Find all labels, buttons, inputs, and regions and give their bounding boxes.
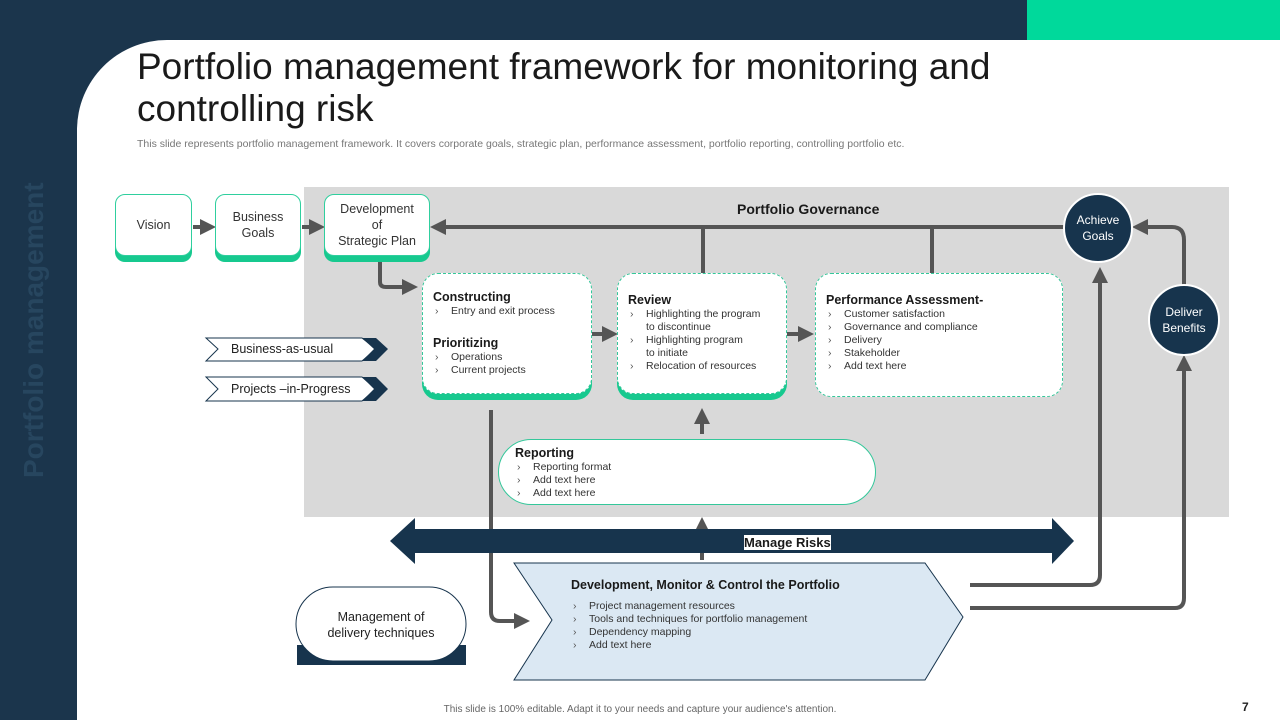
list-item: Highlighting the program [628, 308, 776, 321]
manage-risks-arrow [390, 518, 1074, 564]
list-item: Add text here [515, 487, 859, 500]
list-item: Add text here [571, 639, 911, 652]
arrow-to-achieve [970, 267, 1108, 587]
label: Achieve [1076, 213, 1120, 227]
list-item: Relocation of resources [628, 360, 776, 373]
footer-note: This slide is 100% editable. Adapt it to… [443, 704, 837, 715]
list-item: Current projects [433, 364, 581, 377]
list-item: to discontinue [646, 321, 711, 333]
list-item: Reporting format [515, 461, 859, 474]
label: Manage Risks [744, 535, 831, 550]
performance-card: Performance Assessment- Customer satisfa… [815, 273, 1063, 397]
list-item: Governance and compliance [826, 321, 1052, 334]
list-item: Tools and techniques for portfolio manag… [571, 613, 911, 626]
list-item: Customer satisfaction [826, 308, 1052, 321]
label: Strategic Plan [338, 234, 416, 248]
list-item: Add text here [826, 360, 1052, 373]
page-number: 7 [1242, 700, 1249, 714]
page-subtitle: This slide represents portfolio manageme… [137, 138, 905, 150]
card-title: Review [628, 293, 672, 307]
delivery-techniques-label: Management of delivery techniques [296, 609, 466, 641]
list-item: Dependency mapping [571, 626, 911, 639]
label: Goals [241, 226, 275, 240]
chevron-business-as-usual: Business-as-usual [231, 342, 334, 356]
list-item: Highlighting program [628, 334, 776, 347]
review-card: Review Highlighting the program to disco… [617, 273, 787, 394]
page-title: Portfolio management framework for monit… [137, 46, 991, 129]
list-item: Project management resources [571, 600, 911, 613]
card-title: Constructing [433, 290, 511, 304]
label: Business [232, 210, 284, 224]
label: Deliver [1165, 305, 1203, 319]
label: Goals [1082, 229, 1114, 243]
develop-content: Development, Monitor & Control the Portf… [556, 578, 926, 652]
reporting-card: Reporting Reporting format Add text here… [498, 439, 876, 505]
vision-box: Vision [115, 194, 192, 256]
card-title: Reporting [515, 446, 575, 460]
list-item: Delivery [826, 334, 1052, 347]
list-item: Entry and exit process [433, 305, 581, 318]
arrow-to-deliver [970, 355, 1192, 610]
label: of [371, 218, 383, 232]
manage-risks-label: Manage Risks [744, 535, 831, 550]
vision-label: Vision [136, 218, 171, 232]
list-item: to initiate [646, 347, 689, 359]
label: delivery techniques [327, 626, 435, 640]
card-title: Performance Assessment- [826, 293, 984, 307]
governance-label: Portfolio Governance [737, 201, 880, 217]
list-item: Stakeholder [826, 347, 1052, 360]
constructing-card: Constructing Entry and exit process Prio… [422, 273, 592, 394]
label: Management of [337, 610, 425, 624]
card-title: Development, Monitor & Control the Portf… [571, 578, 840, 592]
label: Development [340, 202, 414, 216]
label: Benefits [1162, 321, 1206, 335]
list-item: Add text here [515, 474, 859, 487]
list-item: Operations [433, 351, 581, 364]
chevron-projects-in-progress: Projects –in-Progress [231, 382, 351, 396]
accent-bar [1027, 0, 1280, 40]
card-title: Prioritizing [433, 336, 499, 350]
